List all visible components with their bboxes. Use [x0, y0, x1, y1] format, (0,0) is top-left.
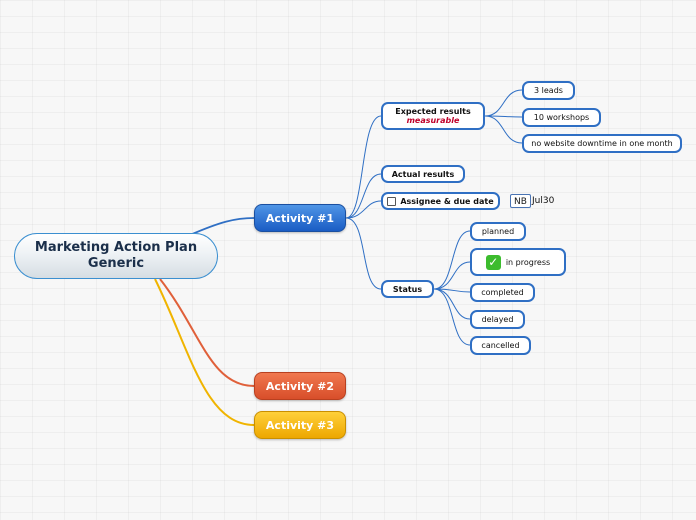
expected-results-title: Expected results: [395, 107, 471, 116]
status-delayed[interactable]: delayed: [470, 310, 525, 329]
link-sta-s5: [433, 288, 471, 346]
link-exp-l3: [484, 115, 523, 144]
link-root-activity1: [189, 217, 255, 236]
link-a1-actual: [345, 173, 382, 219]
link-a1-status: [345, 217, 382, 290]
link-sta-s1: [433, 230, 471, 290]
assignee-title: Assignee & due date: [400, 196, 494, 206]
link-sta-s2: [433, 261, 471, 290]
due-date-label: Jul30: [532, 196, 555, 206]
subtopic-status[interactable]: Status: [381, 280, 434, 298]
green-checkmark-icon: ✓: [485, 254, 501, 270]
topic-activity-2[interactable]: Activity #2: [254, 372, 346, 400]
subtopic-expected-results[interactable]: Expected results measurable: [381, 102, 485, 130]
checkbox-icon[interactable]: [387, 196, 397, 206]
leaf-expected-2[interactable]: 10 workshops: [522, 108, 601, 127]
status-cancelled[interactable]: cancelled: [470, 336, 531, 355]
link-exp-l1: [484, 89, 523, 117]
status-completed[interactable]: completed: [470, 283, 535, 302]
expected-results-note: measurable: [406, 116, 460, 125]
leaf-expected-3[interactable]: no website downtime in one month: [522, 134, 682, 153]
link-a1-assignee: [345, 200, 382, 219]
subtopic-actual-results[interactable]: Actual results: [381, 165, 465, 183]
status-in-progress[interactable]: ✓ in progress: [470, 248, 566, 276]
subtopic-assignee[interactable]: Assignee & due date: [381, 192, 500, 210]
leaf-expected-1[interactable]: 3 leads: [522, 81, 575, 100]
assignee-tag: NB: [510, 194, 531, 208]
status-in-progress-label: in progress: [505, 257, 551, 267]
link-root-activity2: [159, 278, 255, 387]
central-topic[interactable]: Marketing Action Plan Generic: [14, 233, 218, 279]
topic-activity-3[interactable]: Activity #3: [254, 411, 346, 439]
link-a1-expected: [345, 115, 382, 219]
topic-activity-1[interactable]: Activity #1: [254, 204, 346, 232]
link-root-activity3: [154, 278, 255, 426]
central-topic-subtitle: Generic: [87, 256, 145, 271]
status-planned[interactable]: planned: [470, 222, 526, 241]
central-topic-title: Marketing Action Plan: [34, 240, 198, 255]
